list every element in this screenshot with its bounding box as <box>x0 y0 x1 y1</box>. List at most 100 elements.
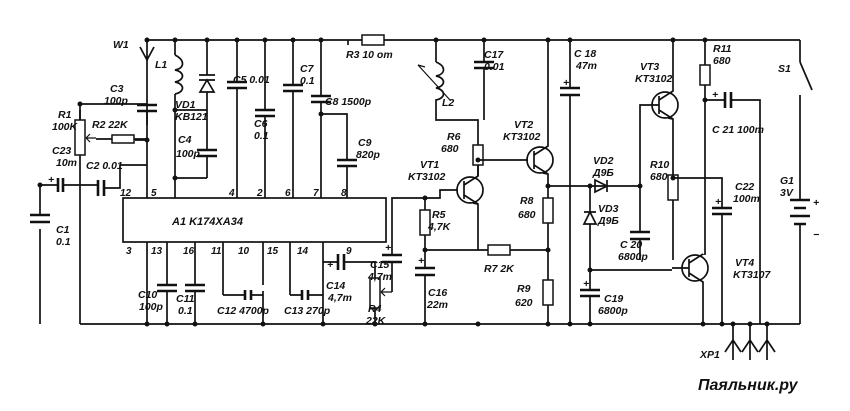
pin-label: 14 <box>297 246 309 257</box>
transistor-vt1 <box>456 176 484 204</box>
label-c23: C23 <box>52 145 71 157</box>
capacitor-c14 <box>336 254 346 270</box>
label-vt1: VT1 <box>420 159 439 171</box>
pin-label: 11 <box>211 246 222 257</box>
label-c17: C17 <box>484 49 504 61</box>
capacitor-c8 <box>311 94 331 104</box>
pin-label: 2 <box>256 188 263 199</box>
label-c15: C15 <box>370 259 389 271</box>
svg-text:+: + <box>385 242 391 254</box>
label-vt3: VT3 <box>640 61 659 73</box>
svg-text:+: + <box>715 196 721 208</box>
ic-a1-k174xa34 <box>122 197 387 243</box>
capacitor-c22 <box>712 206 732 216</box>
capacitor-c18 <box>560 86 580 97</box>
label-r3: R3 10 om <box>346 49 393 61</box>
label-vt4: VT4 <box>735 257 754 269</box>
label-vt4-type: KT3107 <box>733 269 772 281</box>
capacitor-c20 <box>630 230 650 241</box>
label-r1: R1 <box>58 109 72 121</box>
label-c22-value: 100m <box>733 193 760 205</box>
label-vd2: VD2 <box>593 155 614 167</box>
label-xp1: XP1 <box>699 349 720 361</box>
varicap-vd1 <box>198 74 216 110</box>
capacitor-c6 <box>255 108 275 118</box>
capacitor-c1 <box>30 213 50 224</box>
svg-text:+: + <box>583 278 589 290</box>
label-r8-value: 680 <box>518 209 536 221</box>
resistor-r7 <box>487 244 511 256</box>
pin-label: 15 <box>267 246 279 257</box>
capacitor-c23 <box>56 178 65 192</box>
transistor-vt2 <box>526 146 554 174</box>
pin-label: 12 <box>120 188 132 199</box>
capacitor-c12 <box>243 290 253 300</box>
label-r6: R6 <box>447 131 461 143</box>
label-vt1-type: KT3102 <box>408 171 446 183</box>
capacitor-c21 <box>723 92 733 108</box>
label-c6: C6 <box>254 118 268 130</box>
svg-text:+: + <box>327 259 333 271</box>
label-c4-value: 100p <box>176 148 201 160</box>
capacitor-c10 <box>157 283 177 293</box>
capacitor-c4 <box>197 148 217 158</box>
svg-text:+: + <box>48 174 54 186</box>
label-c13: C13 270p <box>284 305 331 317</box>
capacitor-c7 <box>283 83 303 93</box>
pin-label: 4 <box>228 188 235 199</box>
label-c17-value: 0.01 <box>484 61 505 73</box>
label-l1: L1 <box>155 59 167 71</box>
label-c6-value: 0.1 <box>254 130 269 142</box>
svg-text:−: − <box>813 229 819 241</box>
pin-label: 5 <box>151 188 157 199</box>
capacitor-c9 <box>337 158 357 168</box>
label-g1-value: 3V <box>780 187 794 199</box>
pin-label: 10 <box>238 246 250 257</box>
pin-label: 9 <box>346 246 352 257</box>
label-r9: R9 <box>517 283 531 295</box>
label-s1: S1 <box>778 63 791 75</box>
chip-pins: 12 5 4 2 6 7 8 3 13 16 11 10 15 14 9 <box>120 188 352 257</box>
capacitor-c19 <box>580 288 600 298</box>
diode-vd3 <box>582 210 598 225</box>
label-r9-value: 620 <box>515 297 533 309</box>
label-c15-value: 4,7m <box>367 271 392 283</box>
label-c16: C16 <box>428 287 447 299</box>
label-c9: C9 <box>358 137 372 149</box>
label-r11-value: 680 <box>713 55 731 67</box>
label-c11: C11 <box>176 293 195 305</box>
label-vt2: VT2 <box>514 119 533 131</box>
label-c20: C 20 <box>620 239 642 251</box>
label-r2: R2 22K <box>92 119 129 131</box>
capacitor-c15 <box>382 253 402 264</box>
pin-label: 6 <box>285 188 291 199</box>
component-labels: W1 L1 VD1 KB121 C3 100p R1 100K R2 22K C… <box>52 39 794 361</box>
pin-label: 16 <box>183 246 195 257</box>
label-c10-value: 100p <box>139 301 164 313</box>
label-c19: C19 <box>604 293 623 305</box>
label-c14-value: 4,7m <box>327 292 352 304</box>
label-r11: R11 <box>713 43 732 55</box>
label-c3: C3 <box>110 83 124 95</box>
supply-rail <box>147 39 800 45</box>
watermark: Паяльник.ру <box>698 377 799 394</box>
capacitor-c16 <box>415 266 435 277</box>
resistor-r3 <box>361 34 385 46</box>
label-c7-value: 0.1 <box>300 75 315 87</box>
svg-text:+: + <box>418 255 424 267</box>
svg-text:+: + <box>813 197 819 209</box>
chip-label: A1 K174XA34 <box>171 216 243 228</box>
resistor-r2 <box>111 134 135 144</box>
label-c11-value: 0.1 <box>178 305 193 317</box>
label-c1: C1 <box>56 224 70 236</box>
capacitor-c5 <box>227 80 247 90</box>
label-c19-value: 6800p <box>598 305 628 317</box>
label-vt2-type: KT3102 <box>503 131 541 143</box>
pin-label: 3 <box>126 246 132 257</box>
inductor-l1 <box>174 54 184 95</box>
label-c2: C2 0.01 <box>86 160 123 172</box>
label-r4-value: 22K <box>365 315 387 327</box>
label-c8: C8 1500p <box>325 96 372 108</box>
pin-label: 13 <box>151 246 163 257</box>
